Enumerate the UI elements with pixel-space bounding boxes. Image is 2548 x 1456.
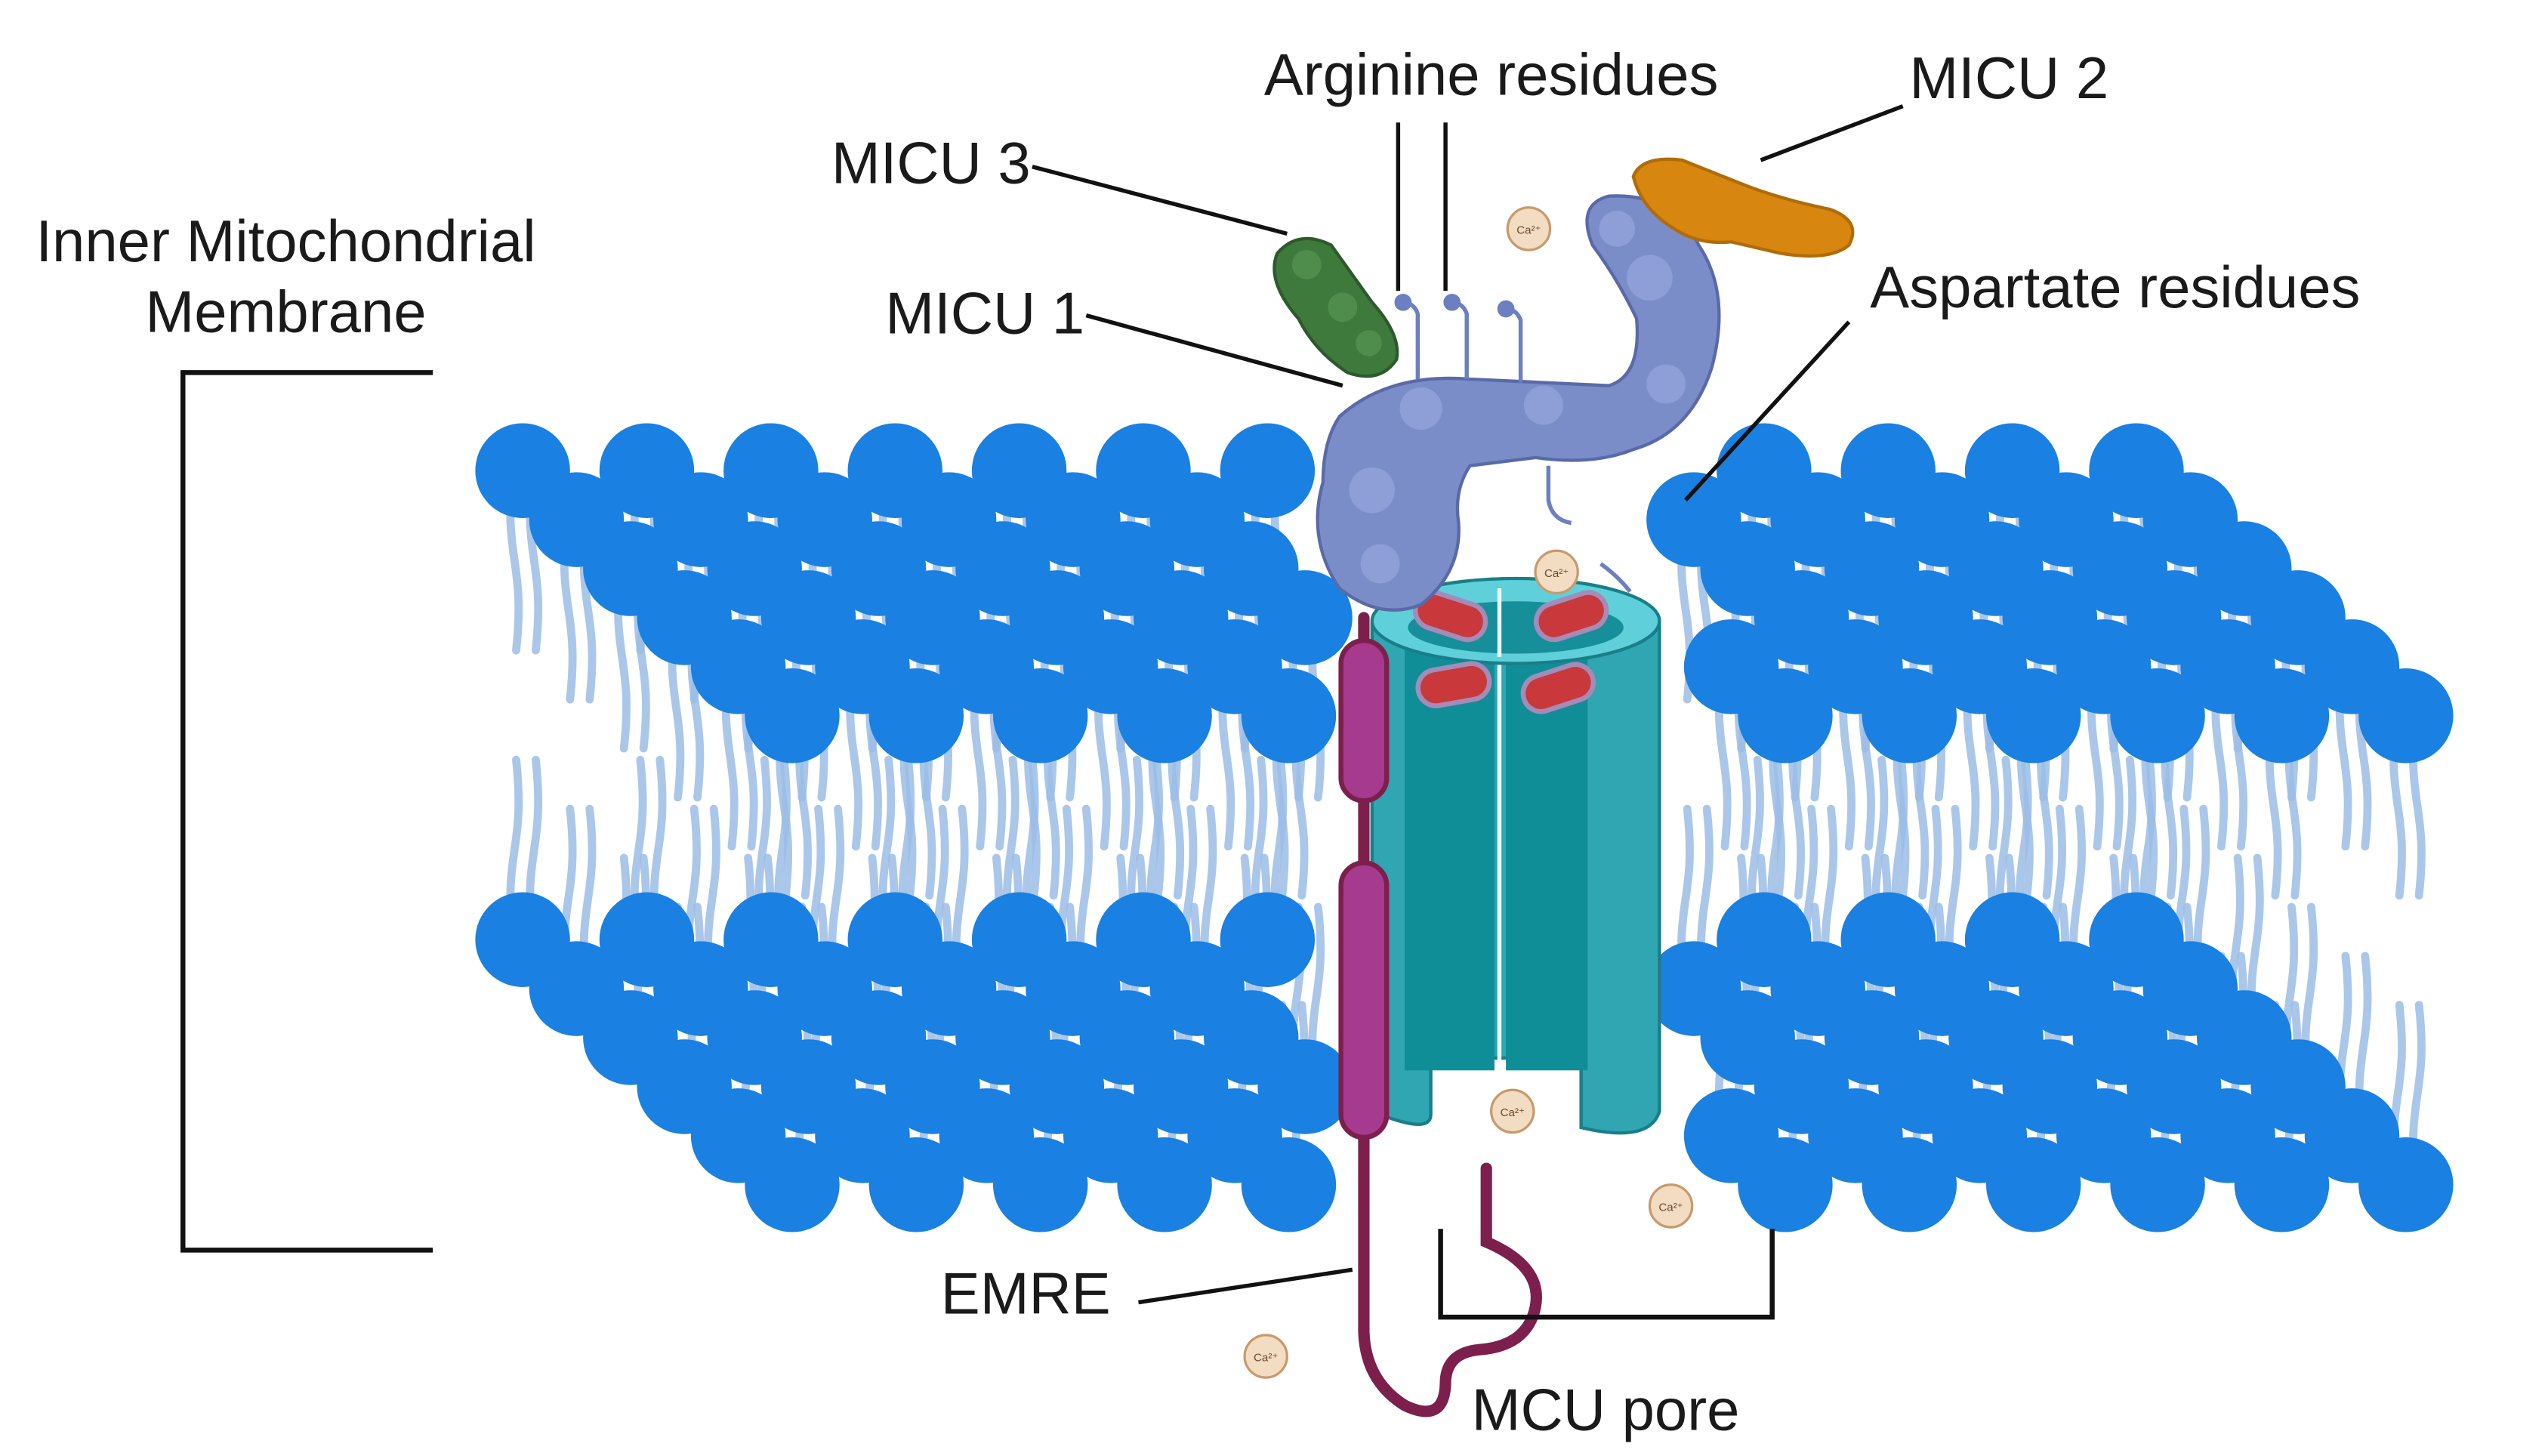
calcium-ions: Ca²⁺ Ca²⁺ Ca²⁺ Ca²⁺ Ca²⁺	[1243, 206, 1694, 1379]
micu2-label: MICU 2	[1909, 45, 2108, 111]
calcium-ion: Ca²⁺	[1506, 206, 1552, 251]
arginine-residues-label: Arginine residues	[1264, 41, 1719, 107]
micu1-protein	[1316, 194, 1721, 612]
calcium-ion: Ca²⁺	[1490, 1088, 1535, 1134]
membrane-label-line2: Membrane	[145, 278, 426, 344]
lipid-head	[1985, 1137, 2081, 1232]
lipid-head	[2110, 668, 2205, 763]
lipid-head	[868, 668, 964, 763]
emre-protein	[1338, 612, 1542, 1417]
calcium-ion: Ca²⁺	[1648, 1183, 1694, 1229]
lipid-head	[1738, 668, 1833, 763]
lipid-head	[1117, 668, 1212, 763]
mcu-pore-label: MCU pore	[1472, 1376, 1740, 1442]
lipid-head	[868, 1137, 964, 1232]
calcium-ion: Ca²⁺	[1243, 1334, 1288, 1379]
svg-text:Ca²⁺: Ca²⁺	[1544, 567, 1569, 580]
micu1-label: MICU 1	[885, 279, 1084, 346]
aspartate-residues-label: Aspartate residues	[1870, 254, 2360, 320]
lipid-head	[2110, 1137, 2205, 1232]
lipid-head	[1985, 668, 2081, 763]
mcu-pore-bracket	[1438, 1229, 1775, 1320]
lipid-head	[2358, 1137, 2454, 1232]
lipid-head	[1241, 668, 1337, 763]
lipid-head	[2358, 668, 2454, 763]
lipid-head	[1220, 423, 1316, 518]
aspartate-residue-sticks	[1546, 465, 1632, 594]
lipid-heads-top	[475, 423, 2454, 763]
lipid-head	[1862, 1137, 1957, 1232]
lipid-head	[1257, 570, 1353, 665]
lipid-head	[1862, 668, 1957, 763]
lipid-head	[1220, 892, 1316, 987]
svg-text:Ca²⁺: Ca²⁺	[1501, 1106, 1525, 1119]
lipid-head	[1738, 1137, 1833, 1232]
lipid-head	[745, 1137, 840, 1232]
svg-text:Ca²⁺: Ca²⁺	[1658, 1201, 1683, 1214]
calcium-ion: Ca²⁺	[1534, 549, 1579, 595]
lipid-head	[1117, 1137, 1212, 1232]
lipid-head	[745, 668, 840, 763]
aspartate-residues	[1412, 590, 1609, 714]
svg-text:Ca²⁺: Ca²⁺	[1254, 1351, 1278, 1364]
mcu-pore-channel	[1370, 576, 1661, 1135]
lipid-head	[992, 668, 1088, 763]
lipid-head	[2234, 1137, 2330, 1232]
lipid-heads-bottom	[475, 892, 2454, 1232]
svg-text:Ca²⁺: Ca²⁺	[1516, 224, 1541, 236]
membrane-label-line1: Inner Mitochondrial	[35, 208, 535, 274]
lipid-head	[992, 1137, 1088, 1232]
micu3-protein	[1272, 236, 1399, 378]
micu2-protein	[1631, 157, 1855, 258]
membrane-bracket	[180, 370, 433, 1253]
lipid-head	[1241, 1137, 1337, 1232]
emre-label: EMRE	[941, 1260, 1111, 1327]
arginine-residue-sticks	[1394, 293, 1523, 383]
lipid-bilayer	[475, 423, 2454, 1232]
lipid-head	[1257, 1039, 1353, 1134]
micu3-label: MICU 3	[831, 129, 1031, 196]
lipid-head	[2234, 668, 2330, 763]
leader-lines	[1032, 104, 1904, 1305]
